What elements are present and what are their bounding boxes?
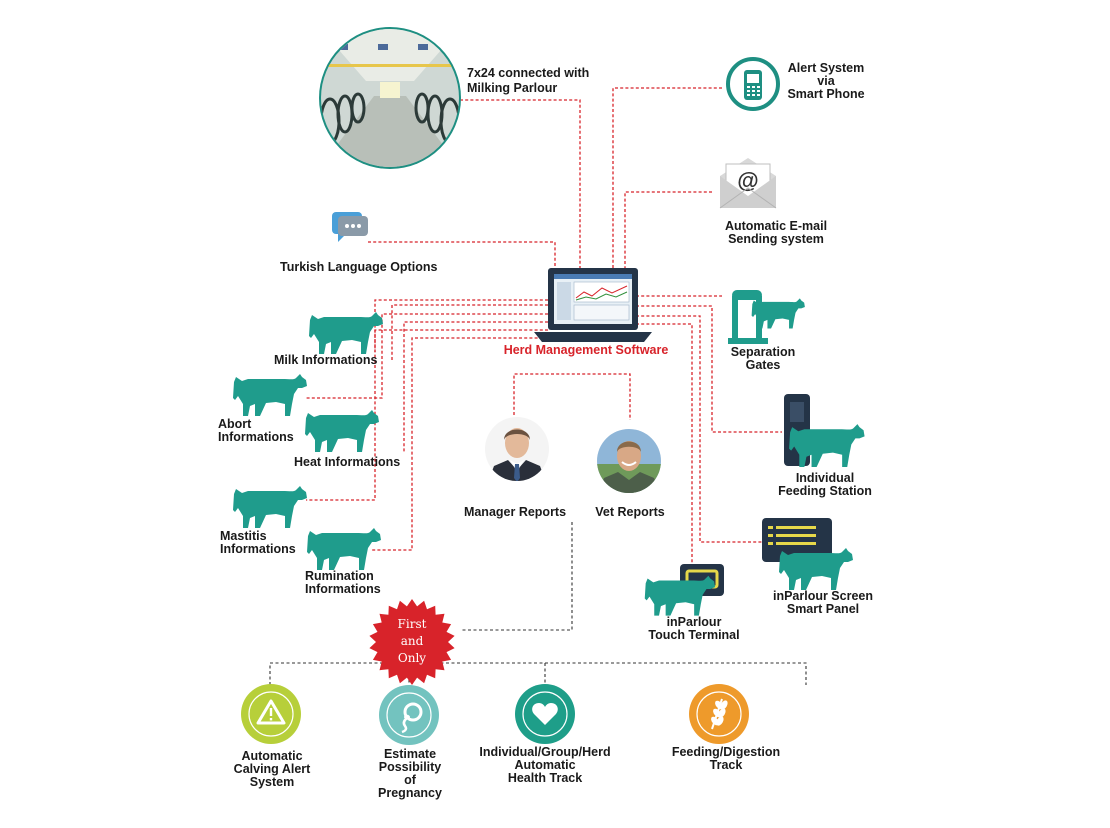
wheat-icon — [689, 684, 749, 744]
separation-gates-label: Separation Gates — [730, 345, 796, 372]
digestion-track-label: Feeding/Digestion Track — [671, 745, 781, 772]
smart-panel-label: inParlour Screen Smart Panel — [772, 589, 874, 616]
sperm-egg-icon — [379, 685, 439, 745]
health-track-label: Individual/Group/Herd Automatic Health T… — [479, 745, 611, 785]
alert-system-label: Alert System via Smart Phone — [787, 61, 865, 101]
first-and-only-badge — [369, 599, 455, 685]
svg-text:@: @ — [737, 168, 758, 193]
feeding-station-label: Individual Feeding Station — [778, 471, 872, 498]
vet-avatar — [597, 429, 661, 493]
laptop-icon — [534, 268, 652, 342]
heart-icon — [515, 684, 575, 744]
touch-terminal-label: inParlour Touch Terminal — [648, 615, 740, 642]
heat-informations-label: Heat Informations — [294, 455, 401, 469]
abort-informations-label: Abort Informations — [218, 417, 294, 444]
milking-parlour-label: 7x24 connected with Milking Parlour — [467, 66, 590, 95]
hub-label: Herd Management Software — [503, 343, 669, 357]
chat-bubble-icon — [332, 212, 368, 242]
smart-panel-icon — [762, 518, 853, 590]
manager-avatar — [485, 417, 549, 481]
badge-label: First and Only — [397, 617, 427, 665]
cow-icon — [228, 368, 308, 418]
pregnancy-label: Estimate Possibility of Pregnancy — [378, 747, 442, 800]
mastitis-informations-label: Mastitis Informations — [220, 529, 296, 556]
smartphone-icon — [726, 57, 780, 111]
language-label: Turkish Language Options — [280, 260, 438, 274]
touch-terminal-icon — [644, 564, 724, 616]
cow-icon — [304, 306, 384, 356]
milk-informations-label: Milk Informations — [274, 353, 378, 367]
rumination-informations-label: Rumination Informations — [305, 569, 381, 596]
manager-reports-label: Manager Reports — [463, 505, 567, 519]
cow-icon — [300, 404, 380, 454]
milking-parlour-photo — [319, 27, 461, 169]
email-envelope-icon: @ — [719, 158, 777, 209]
feeding-station-icon — [784, 394, 865, 467]
cow-icon — [302, 522, 382, 572]
vet-reports-label: Vet Reports — [595, 505, 665, 519]
separation-gate-icon — [728, 290, 805, 344]
email-label: Automatic E-mail Sending system — [724, 219, 828, 246]
cow-icon — [228, 480, 308, 530]
calving-alert-label: Automatic Calving Alert System — [233, 749, 311, 789]
warning-icon — [241, 684, 301, 744]
